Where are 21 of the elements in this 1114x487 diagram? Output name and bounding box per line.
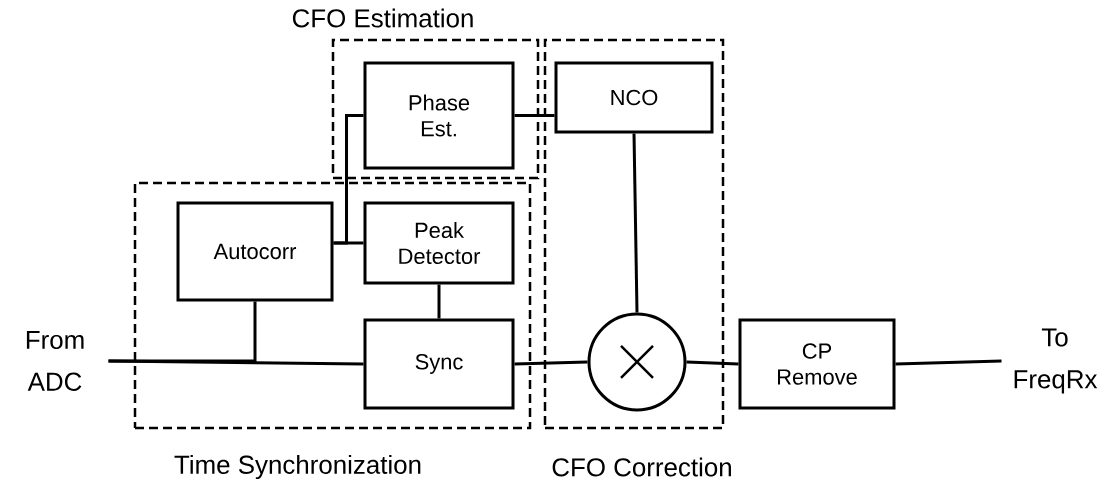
- process-box: Phase Est.: [363, 61, 515, 170]
- group-heading: CFO Correction: [552, 457, 731, 477]
- process-box: CP Remove: [738, 318, 896, 410]
- signal-label: From ADC: [26, 331, 84, 391]
- connector-line: [108, 359, 364, 366]
- process-box: Peak Detector: [363, 201, 515, 285]
- connector-line: [514, 114, 555, 117]
- connector-line: [437, 284, 441, 319]
- connector-line: [632, 133, 639, 313]
- signal-label: To FreqRx: [1014, 328, 1098, 394]
- process-box: Sync: [363, 318, 515, 410]
- multiplier-circle: [587, 312, 687, 412]
- connector-line: [514, 360, 588, 366]
- group-heading: CFO Estimation: [292, 8, 473, 28]
- connector-line: [686, 360, 739, 366]
- connector-line: [108, 301, 257, 363]
- connector-line: [333, 114, 364, 245]
- connector-line: [895, 359, 1002, 366]
- process-box: Autocorr: [176, 201, 334, 302]
- process-box: NCO: [554, 61, 714, 134]
- group-heading: Time Synchronization: [174, 454, 421, 480]
